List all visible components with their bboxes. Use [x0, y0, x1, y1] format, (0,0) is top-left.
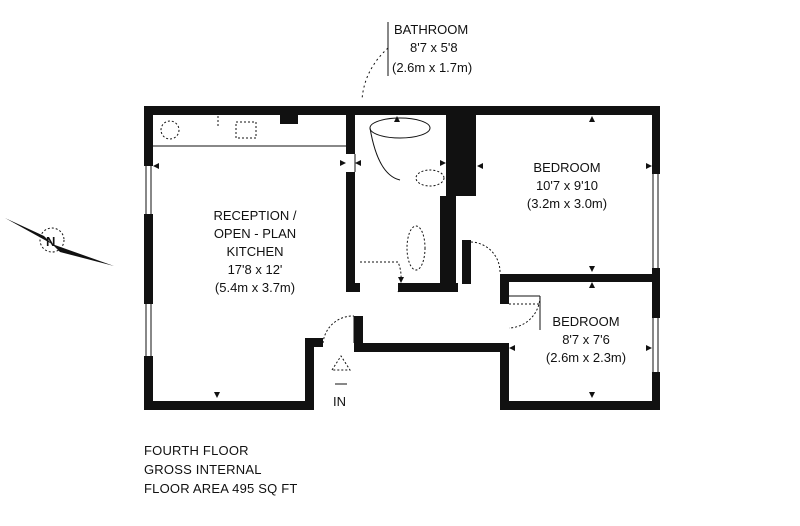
floor-area: FLOOR AREA 495 SQ FT: [144, 481, 298, 496]
bathroom-name: BATHROOM: [394, 22, 468, 37]
bedroom1-name: BEDROOM: [533, 160, 600, 175]
reception-name-line1: RECEPTION /: [213, 208, 296, 223]
bathroom-metric: (2.6m x 1.7m): [392, 60, 472, 75]
bedroom2-name: BEDROOM: [552, 314, 619, 329]
floor-area-info: FOURTH FLOOR GROSS INTERNAL FLOOR AREA 4…: [144, 441, 298, 498]
compass-north-label: N: [46, 234, 55, 249]
windows: [145, 22, 659, 385]
bathroom-label: BATHROOM 8'7 x 5'8 (2.6m x 1.7m): [392, 22, 472, 75]
entrance-label: IN: [333, 394, 346, 409]
floor-level: FOURTH FLOOR: [144, 443, 249, 458]
reception-name-line3: KITCHEN: [226, 244, 283, 259]
bathroom-imperial: 8'7 x 5'8: [410, 40, 458, 55]
area-heading: GROSS INTERNAL: [144, 462, 262, 477]
bedroom2-label: BEDROOM 8'7 x 7'6 (2.6m x 2.3m): [546, 314, 626, 365]
reception-label: RECEPTION / OPEN - PLAN KITCHEN 17'8 x 1…: [213, 208, 296, 295]
walls: [144, 106, 660, 410]
compass-icon: N: [5, 218, 114, 266]
dimension-markers: [153, 116, 652, 398]
bedroom1-imperial: 10'7 x 9'10: [536, 178, 598, 193]
bedroom1-metric: (3.2m x 3.0m): [527, 196, 607, 211]
bedroom2-imperial: 8'7 x 7'6: [562, 332, 610, 347]
bedroom2-metric: (2.6m x 2.3m): [546, 350, 626, 365]
reception-metric: (5.4m x 3.7m): [215, 280, 295, 295]
reception-name-line2: OPEN - PLAN: [214, 226, 296, 241]
reception-imperial: 17'8 x 12': [228, 262, 283, 277]
bedroom1-label: BEDROOM 10'7 x 9'10 (3.2m x 3.0m): [527, 160, 607, 211]
